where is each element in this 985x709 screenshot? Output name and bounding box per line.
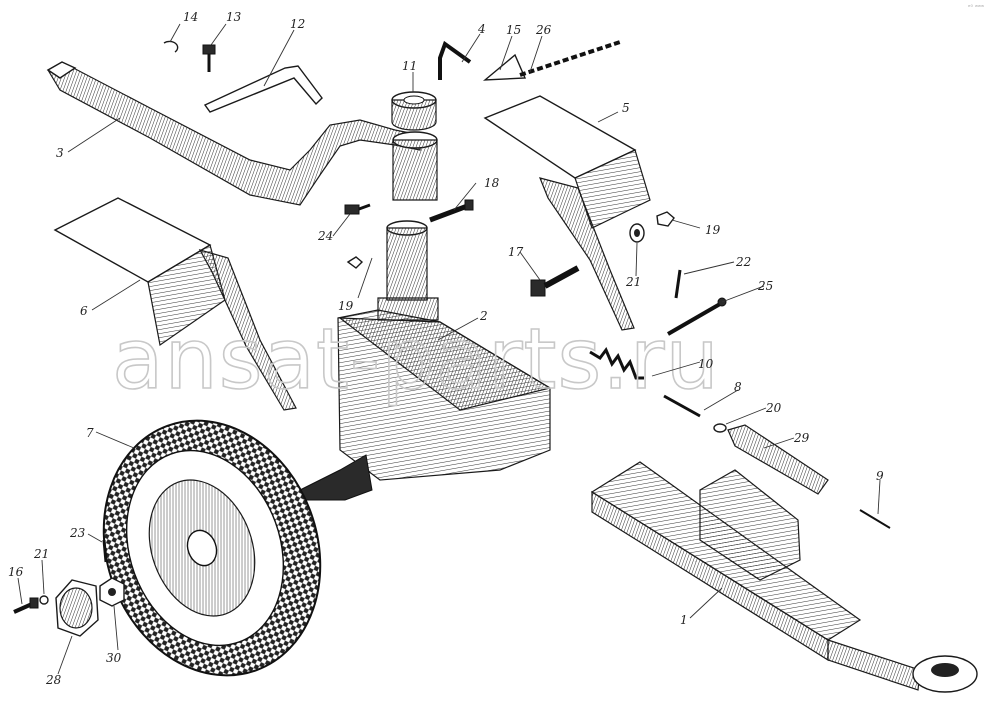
label-10: 10 [698, 357, 714, 371]
label-11: 11 [402, 59, 417, 73]
bushing-drawing [391, 91, 437, 131]
label-23: 22 [735, 255, 751, 269]
label-1: 1 [680, 613, 688, 627]
label-8: 8 [734, 380, 742, 394]
small-bolt-drawing [202, 44, 216, 72]
part-labels: 14 13 12 4 15 26 11 3 5 18 19 24 17 21 2… [8, 10, 884, 687]
pin-9-drawing [859, 509, 891, 529]
label-22: 21 [625, 275, 641, 289]
bolt-17-drawing [530, 265, 580, 297]
nut-19-right-drawing [656, 211, 675, 227]
label-29: 29 [793, 431, 810, 445]
label-25: 24 [317, 229, 333, 243]
label-2: 2 [479, 309, 488, 323]
stub-axle-drawing [299, 454, 373, 501]
spring-10-drawing [589, 347, 644, 380]
leader-lines [17, 23, 881, 675]
label-15: 15 [506, 23, 521, 37]
jack-body-drawing [337, 309, 552, 481]
pin-8-drawing [663, 394, 701, 418]
cotter-pin-24-drawing [102, 539, 108, 563]
grease-nipple-drawing [344, 203, 371, 215]
wheel-drawing [102, 419, 322, 677]
label-21: 21 [33, 547, 49, 561]
chain-drawing [482, 40, 621, 81]
label-6: 6 [80, 304, 88, 318]
label-9: 9 [876, 469, 884, 483]
sleeve-29-drawing [727, 424, 829, 495]
label-19-left: 19 [338, 299, 354, 313]
nut-19-left-drawing [346, 256, 364, 269]
label-14: 14 [183, 10, 198, 24]
label-17: 17 [508, 245, 524, 259]
watermark-text: ansat-parts.ru [112, 310, 720, 408]
bolt-16-drawing [13, 597, 39, 614]
label-24: 23 [69, 526, 86, 540]
washer-21-drawing [39, 595, 49, 605]
right-fender-drawing [483, 95, 651, 331]
label-18: 18 [484, 176, 500, 190]
ring-20-drawing [713, 423, 727, 433]
hitch-arm-drawing [46, 61, 421, 206]
drawbar-drawing [590, 461, 978, 693]
bolt-18-drawing [429, 199, 474, 223]
label-7: 7 [86, 426, 94, 440]
bent-pin-drawing [438, 40, 472, 80]
left-fender-drawing [53, 197, 297, 411]
label-4: 4 [477, 22, 486, 36]
label-30: 30 [106, 651, 122, 665]
cotter-pin-23-drawing [674, 269, 682, 299]
label-20: 20 [765, 401, 782, 415]
hub-cap-28-drawing [55, 579, 99, 637]
label-19-right: 19 [705, 223, 721, 237]
washer-22-drawing [629, 223, 645, 243]
label-5: 5 [622, 101, 630, 115]
wrench-drawing [203, 65, 323, 113]
post-tube-drawing [377, 220, 439, 321]
label-12: 12 [290, 17, 305, 31]
label-13: 13 [226, 10, 242, 24]
label-3: 3 [56, 146, 64, 160]
label-16: 16 [8, 565, 24, 579]
label-26: 25 [757, 279, 773, 293]
castle-nut-30-drawing [99, 577, 125, 607]
circlip-drawing [163, 40, 179, 53]
label-28: 28 [45, 673, 62, 687]
upper-tube-drawing [392, 131, 438, 201]
label-27: 26 [535, 23, 552, 37]
corner-mark: ᵉ⁰ ʷʷʷ [968, 4, 984, 11]
